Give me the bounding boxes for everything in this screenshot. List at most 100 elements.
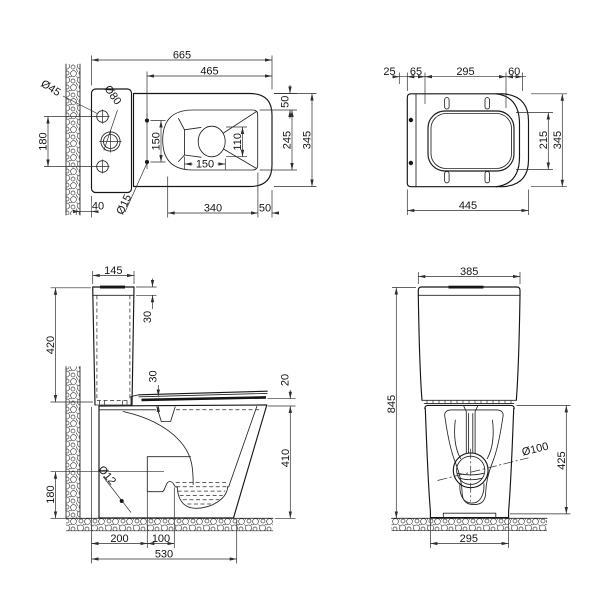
dim-label: 340 (204, 202, 222, 214)
seat-cover-outline (406, 93, 530, 188)
hinge-screw-dot (408, 160, 414, 166)
dimension-295: 295 (430, 519, 509, 548)
dimension-110: 110 (226, 126, 247, 158)
floor-hatch (391, 517, 548, 532)
dim-label: 215 (538, 131, 550, 149)
dimension-420: 420 (45, 287, 93, 403)
dimension-40: 40 (73, 196, 105, 218)
dimension-410: 410 (275, 406, 296, 519)
dim-label: 110 (232, 133, 244, 151)
flush-button (100, 285, 125, 289)
dimension-150-holes: 150 (150, 120, 166, 163)
dim-label: 30 (142, 311, 154, 323)
seat-ring-edge (495, 93, 521, 188)
dimension-445: 445 (406, 189, 529, 215)
tank-outline-top (90, 88, 133, 194)
dimension-150-drain: 150 (184, 156, 226, 171)
dim-label: 40 (92, 201, 104, 213)
dimension-30-seat: 30 (147, 370, 160, 413)
dimension-425: 425 (510, 405, 571, 515)
side-section-view: 145 30 420 30 20 410 (45, 265, 296, 564)
dim-label: 445 (459, 200, 477, 212)
drain-oval (197, 125, 226, 158)
dimension-chain-25-65-295-60: 25 65 295 60 (383, 66, 526, 108)
top-plan-view: 665 465 50 245 345 150 (38, 49, 317, 218)
dimension-345-seat: 345 (531, 93, 567, 188)
dim-label: Ø100 (521, 441, 550, 459)
dim-label: 465 (200, 65, 218, 77)
leader-dia12: Ø12 (96, 464, 132, 513)
leader-dia100: Ø100 (521, 441, 550, 459)
tank-side (92, 285, 135, 406)
seat-opening-inner (430, 113, 512, 169)
dimension-30-lid: 30 (136, 278, 157, 323)
dimension-245: 245 (259, 110, 297, 171)
dim-label: 145 (104, 265, 122, 277)
dim-label: 100 (152, 533, 170, 545)
dim-label: 50 (279, 96, 291, 108)
front-shield-inner (454, 419, 494, 504)
dimension-200-100: 200 100 (91, 407, 238, 564)
bowl-rim-inner (162, 109, 259, 171)
dim-label: 385 (460, 266, 478, 278)
dim-label: 665 (173, 49, 191, 61)
dim-label: 50 (259, 202, 271, 214)
front-view: 385 845 425 Ø100 295 (386, 266, 571, 548)
bowl-funnel-lines (178, 111, 257, 169)
dimension-340: 340 (167, 172, 259, 218)
dimension-50-top: 50 (259, 85, 297, 119)
dim-label: 25 (383, 66, 395, 78)
dim-label: 425 (556, 451, 568, 469)
dim-label: 30 (147, 370, 159, 382)
dimension-665: 665 (91, 49, 273, 90)
dim-label: 20 (279, 374, 291, 386)
dim-label: 420 (45, 336, 57, 354)
dim-label: Ø45 (39, 78, 63, 99)
dim-label: 60 (508, 66, 520, 78)
wall-hatch (65, 366, 81, 519)
dimension-465: 465 (146, 65, 272, 117)
dim-label: 530 (155, 548, 173, 560)
dimension-180-tank: 180 (38, 116, 96, 167)
dimension-145: 145 (92, 265, 135, 284)
drain-trapezoid (184, 126, 202, 158)
dimension-530: 530 (91, 548, 237, 561)
dim-label: 345 (302, 131, 314, 149)
tank-front (417, 285, 521, 405)
dimension-20: 20 (267, 374, 296, 407)
dim-label: 180 (38, 132, 50, 150)
drain-center-axis (437, 457, 529, 481)
seat-edge-front (424, 404, 515, 410)
dimension-345-top: 345 (274, 93, 317, 187)
hinge-screw-dot (408, 117, 414, 123)
dim-label: 150 (196, 159, 214, 171)
dimension-50-side: 50 (259, 190, 279, 218)
leader-dia15: Ø15 (114, 162, 148, 217)
dimension-385: 385 (417, 266, 521, 284)
floor-hatch (65, 517, 274, 532)
dim-label: Ø15 (114, 193, 134, 217)
dim-label: 845 (386, 395, 398, 413)
bowl-outline-top (132, 92, 273, 188)
seat-bumpers (444, 97, 490, 184)
dim-label: 65 (410, 66, 422, 78)
dim-label: 295 (460, 533, 478, 545)
dim-label: 150 (151, 132, 163, 150)
bowl-side (50, 404, 268, 519)
front-shield-outer (444, 409, 504, 506)
seat-side (130, 390, 268, 406)
foot-step (442, 512, 497, 519)
dim-label: 180 (45, 485, 57, 503)
tank-seam-ticks (426, 400, 512, 404)
flush-channel (463, 405, 479, 454)
wall-hatch (65, 63, 81, 216)
flush-button (448, 285, 484, 289)
dim-label: Ø80 (102, 83, 124, 107)
tank-holes (95, 109, 150, 174)
seat-plan-view: 25 65 295 60 215 345 445 (383, 66, 567, 215)
dim-label: 295 (456, 66, 474, 78)
dimension-215: 215 (516, 112, 553, 170)
seat-opening-outer (427, 110, 515, 172)
